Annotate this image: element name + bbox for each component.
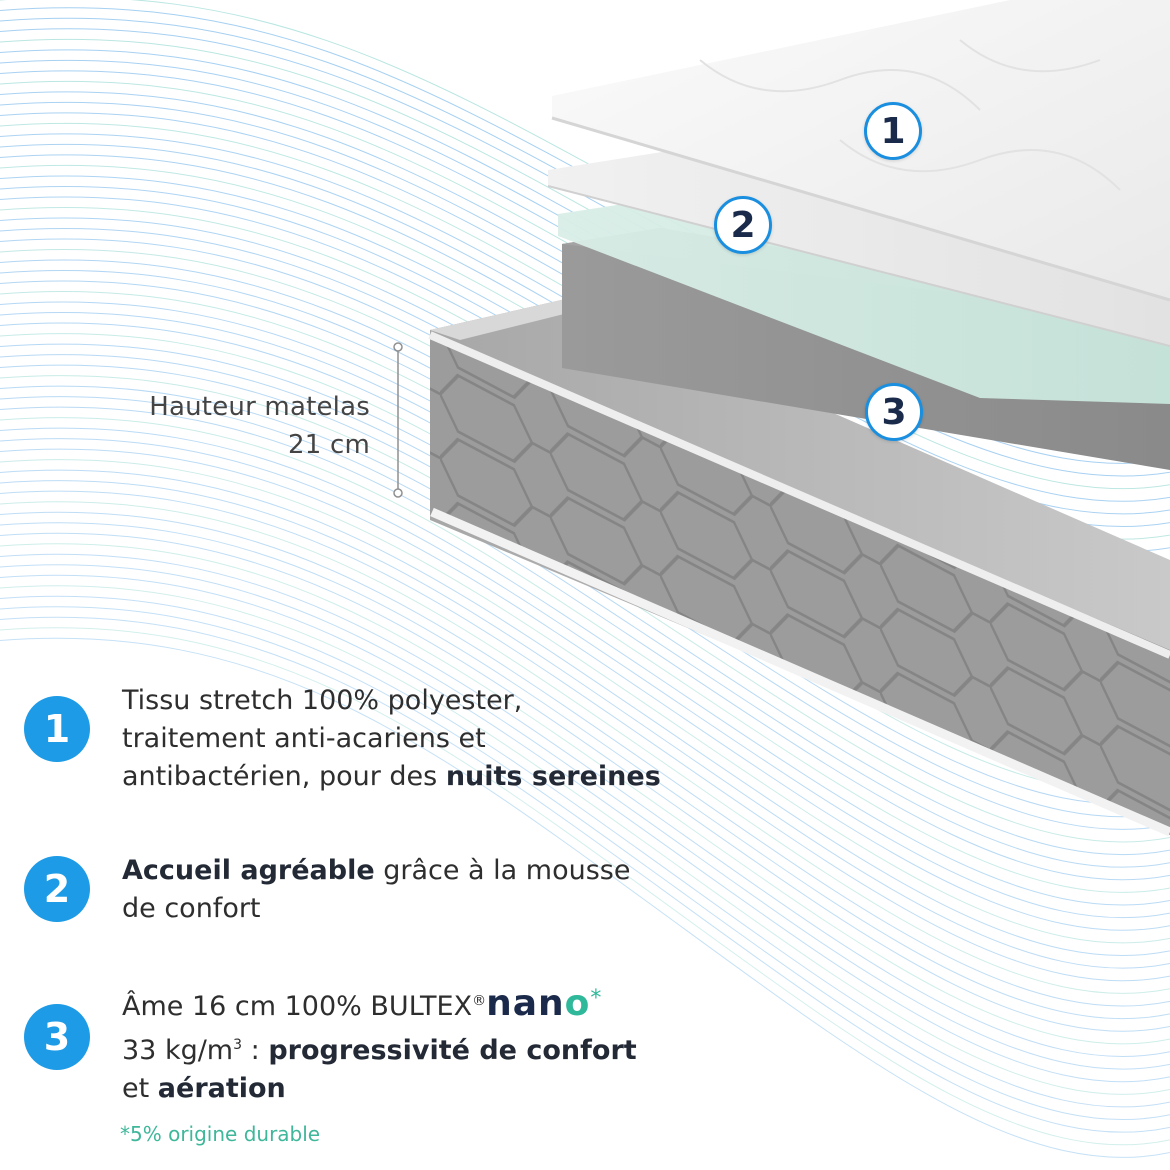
wave-line xyxy=(0,616,1170,1133)
wave-line xyxy=(0,417,1170,893)
mattress-height-label: Hauteur matelas 21 cm xyxy=(149,388,370,464)
mattress-base xyxy=(428,298,1170,837)
wave-line xyxy=(0,406,1170,881)
wave-line xyxy=(0,490,1170,982)
wave-line xyxy=(0,501,1170,994)
wave-line xyxy=(0,606,1170,1121)
wave-line xyxy=(0,469,1170,956)
wave-line xyxy=(0,448,1170,931)
intermediate-layer xyxy=(547,146,1170,347)
layer-badge-3: 3 xyxy=(865,383,923,441)
wave-line xyxy=(0,532,1170,1032)
wave-line xyxy=(0,543,1170,1045)
layer-badge-1: 1 xyxy=(864,102,922,160)
wave-line xyxy=(0,427,1170,906)
wave-line xyxy=(0,574,1170,1083)
wave-line xyxy=(0,564,1170,1070)
height-label-title: Hauteur matelas xyxy=(149,392,370,422)
wave-line xyxy=(0,385,1170,855)
height-label-value: 21 cm xyxy=(288,430,370,460)
wave-line xyxy=(0,396,1170,868)
wave-line xyxy=(0,637,1170,1158)
wave-line xyxy=(0,595,1170,1108)
layer-badge-2: 2 xyxy=(714,196,772,254)
wave-line xyxy=(0,438,1170,919)
wave-line xyxy=(0,585,1170,1095)
wave-line xyxy=(0,480,1170,969)
comfort-foam-layer xyxy=(558,194,1170,404)
quilted-cover-layer xyxy=(551,0,1170,302)
wave-line xyxy=(0,511,1170,1007)
height-indicator xyxy=(393,342,403,498)
wave-line xyxy=(0,627,1170,1146)
wave-line xyxy=(0,522,1170,1020)
wave-line xyxy=(0,459,1170,944)
wave-line xyxy=(0,553,1170,1057)
